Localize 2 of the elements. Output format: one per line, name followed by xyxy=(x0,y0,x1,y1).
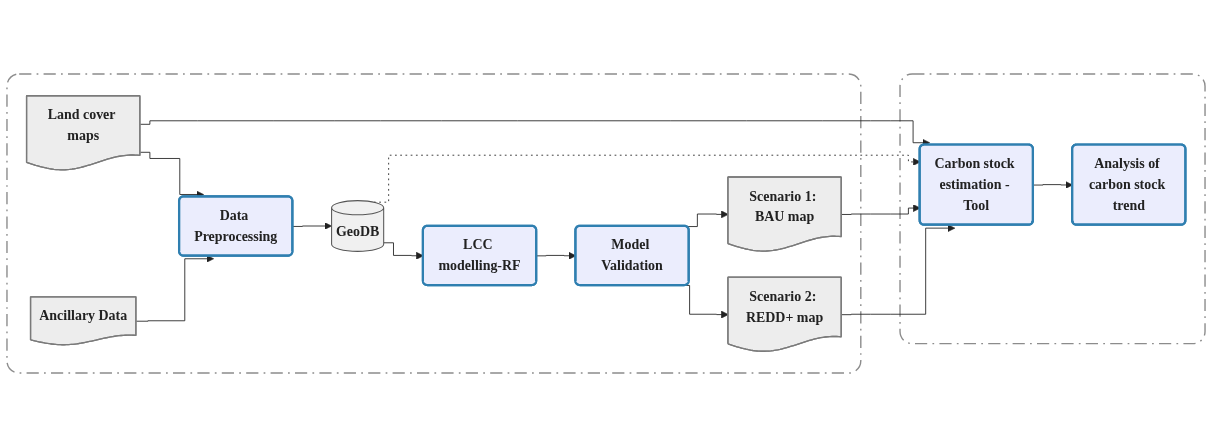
cluster xyxy=(899,73,1206,345)
cluster xyxy=(6,73,862,374)
